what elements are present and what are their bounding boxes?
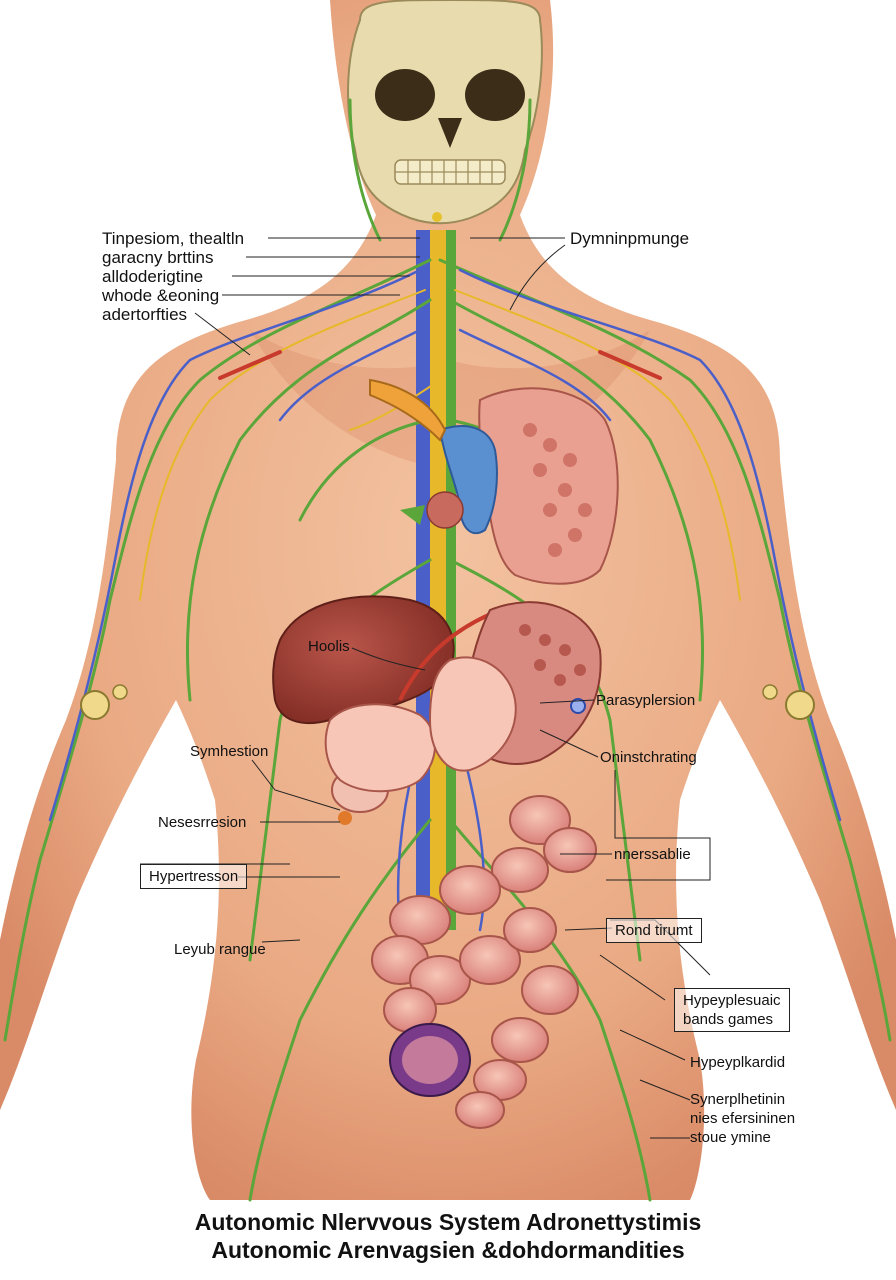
skull [347,0,543,225]
label-synerplhe-group: Synerplhetinin nies efersininen stoue ym… [690,1090,795,1147]
diagram-title: Autonomic Nlervvous System Adronettystim… [0,1208,896,1264]
label-hypeyplesuaic-group: Hypeyplesuaic bands games [674,988,790,1032]
diagram-title-line-1: Autonomic Nlervvous System Adronettystim… [194,1209,702,1235]
label-dymninpmunge: Dymninpmunge [570,229,690,248]
label-hypeyplkardid: Hypeyplkardid [690,1054,786,1071]
label-synerplhe-1: Synerplhetinin [690,1091,786,1108]
label-left-top-2: garacny brttins [102,248,214,267]
label-hypeyplesuaic-2: bands games [683,1011,774,1028]
label-hypeyplesuaic-1: Hypeyplesuaic [683,992,781,1009]
nerve-network [3,98,892,1202]
label-nnerssablie: nnerssablie [614,846,691,863]
bladder [389,1023,471,1097]
diagram-title-line-2: Autonomic Arenvagsien &dohdormandities [211,1237,685,1263]
label-parasyplersion: Parasyplersion [596,692,696,709]
label-synerplhe-2: nies efersininen [690,1110,796,1127]
label-hoolis: Hoolis [308,638,350,655]
label-leyub-rangue: Leyub rangue [174,941,266,958]
spinal-cord [416,230,456,930]
label-left-top-1: Tinpesiom, thealtln [102,229,245,248]
elbow-joints [80,684,815,720]
label-left-top-group: Tinpesiom, thealtln garacny brttins alld… [102,229,244,324]
label-left-top-4: whode &eoning [102,286,220,305]
heart-lung [369,378,619,585]
abdominal-organs [324,656,517,825]
label-hypertresson: Hypertresson [140,864,248,889]
label-nesesrresion: Nesesrresion [158,814,247,831]
label-symhestion: Symhestion [190,743,269,760]
label-oninstchrating: Oninstchrating [600,749,697,766]
intestines [371,795,597,1129]
label-synerplhe-3: stoue ymine [690,1129,771,1146]
label-left-top-3: alldoderigtine [102,267,204,286]
label-left-top-5: adertorfties [102,305,188,324]
label-rond-tirumt: Rond tirumt [606,918,702,943]
